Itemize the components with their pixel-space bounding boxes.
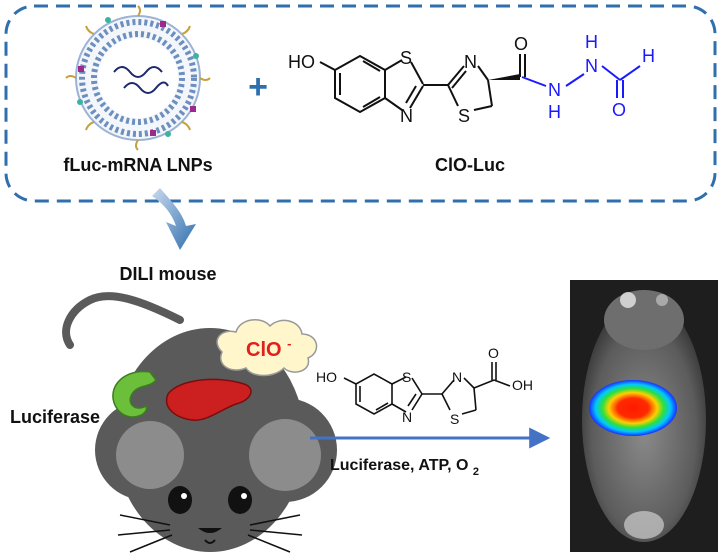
atom-nh2-n: N bbox=[585, 56, 598, 76]
prod-atom-n-ring: N bbox=[402, 409, 412, 425]
probe-label: ClO-Luc bbox=[435, 155, 505, 175]
bioluminescence-signal bbox=[589, 380, 677, 436]
liver-icon bbox=[165, 378, 252, 421]
atom-s-ring: S bbox=[400, 48, 412, 68]
atom-nh1-h: H bbox=[548, 102, 561, 122]
curved-arrow-icon bbox=[152, 188, 196, 250]
reaction-conditions: Luciferase, ATP, O 2 bbox=[330, 457, 479, 478]
mouse-illustration bbox=[62, 292, 337, 553]
prod-atom-n-thiazoline: N bbox=[452, 369, 462, 385]
atom-nh2-h: H bbox=[585, 32, 598, 52]
bioluminescence-image bbox=[570, 280, 718, 552]
clo-cloud bbox=[216, 319, 318, 377]
reaction-text: Luciferase, ATP, O bbox=[330, 457, 468, 474]
clo-luc-structure bbox=[319, 54, 526, 114]
prod-atom-oh-acid: OH bbox=[512, 377, 533, 393]
prod-atom-s-thiazoline: S bbox=[450, 411, 459, 427]
clo-charge: - bbox=[287, 336, 291, 351]
atom-formyl-h: H bbox=[642, 46, 655, 66]
prod-atom-s-ring: S bbox=[402, 369, 411, 385]
atom-s-thiazoline: S bbox=[458, 106, 470, 126]
clo-text: ClO bbox=[246, 339, 282, 361]
plus-sign: + bbox=[248, 68, 268, 106]
lnp-label: fLuc-mRNA LNPs bbox=[63, 155, 212, 175]
atom-o-carbonyl: O bbox=[514, 34, 528, 54]
luciferin-structure bbox=[343, 362, 511, 415]
atom-nh1-n: N bbox=[548, 80, 561, 100]
prod-atom-o-acid: O bbox=[488, 345, 499, 361]
atom-n-ring: N bbox=[400, 106, 413, 126]
clo-cloud-label: ClO - bbox=[246, 336, 291, 361]
luciferase-label: Luciferase bbox=[10, 407, 100, 427]
atom-formyl-o: O bbox=[612, 100, 626, 120]
prod-atom-ho: HO bbox=[316, 369, 337, 385]
luciferase-enzyme-icon bbox=[112, 370, 157, 418]
reaction-subscript: 2 bbox=[473, 466, 479, 478]
atom-ho: HO bbox=[288, 52, 315, 72]
lnp-nanoparticle-icon bbox=[65, 5, 211, 151]
clo-luc-blue-group bbox=[521, 65, 641, 98]
dili-mouse-label: DILI mouse bbox=[119, 264, 216, 284]
atom-n-thiazoline: N bbox=[464, 52, 477, 72]
